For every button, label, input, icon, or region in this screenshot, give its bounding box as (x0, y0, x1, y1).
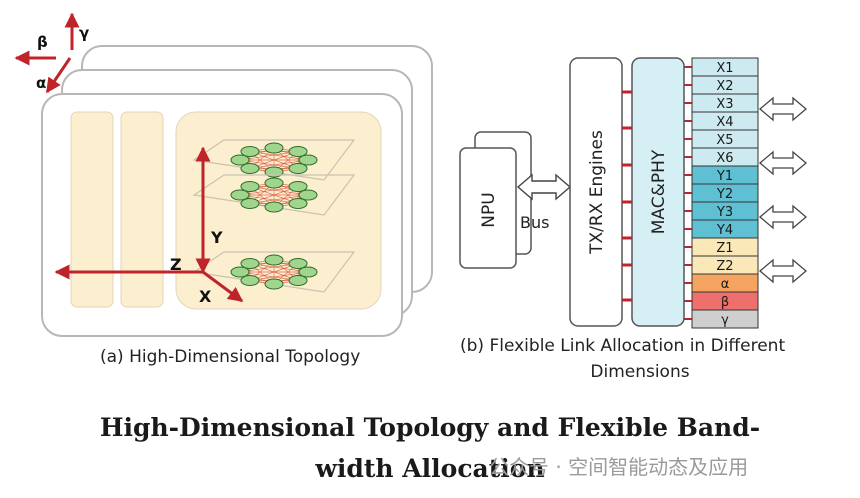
engine-mac-connectors (622, 66, 692, 320)
node (240, 258, 260, 270)
node (264, 254, 284, 266)
lane-label: X4 (716, 115, 733, 130)
lane-label: α (721, 277, 730, 292)
x-axis-arrow (202, 270, 244, 303)
gamma-label: γ (79, 24, 89, 42)
topology-caption: (a) High-Dimensional Topology (100, 347, 360, 367)
node (288, 146, 308, 158)
figure-title-line1: High-Dimensional Topology and Flexible B… (99, 413, 761, 442)
node (288, 274, 308, 286)
watermark: 公众号 · 空间智能动态及应用 (489, 455, 749, 479)
x-axis-label: X (199, 287, 212, 306)
lane-label: X6 (716, 151, 733, 166)
lane-label: Y3 (716, 205, 733, 220)
node (288, 258, 308, 270)
lane-label: Y4 (716, 223, 733, 238)
node (264, 142, 284, 154)
node-plane (192, 139, 356, 181)
link-caption-line2: Dimensions (590, 362, 689, 382)
engines-box (569, 57, 623, 327)
node (230, 266, 250, 278)
alpha-label: α (36, 74, 46, 92)
node (230, 154, 250, 166)
mesh-link (239, 151, 299, 161)
lane-label: γ (721, 313, 729, 328)
lane-label: X1 (716, 61, 733, 76)
node (288, 162, 308, 174)
bus-label: Bus (520, 213, 549, 232)
node (288, 197, 308, 209)
node (240, 162, 260, 174)
lane-cell (691, 309, 759, 329)
npu-box (459, 147, 517, 269)
engines-label: TX/RX Engines (587, 130, 607, 255)
node (240, 197, 260, 209)
port-double-arrow (758, 150, 808, 176)
card-2 (120, 111, 164, 308)
lane-label: X5 (716, 133, 733, 148)
lane-label: Y1 (716, 169, 733, 184)
node (240, 274, 260, 286)
mac-box (631, 57, 685, 327)
mesh-link (239, 263, 299, 273)
port-double-arrow (758, 204, 808, 230)
node (264, 278, 284, 290)
figure-title-line2: width Allocation (315, 454, 545, 483)
beta-label: β (37, 33, 48, 51)
mesh-link (239, 186, 299, 196)
node (288, 181, 308, 193)
mac-label: MAC&PHY (649, 149, 669, 234)
node (240, 181, 260, 193)
node (230, 189, 250, 201)
lane-label: Z1 (716, 241, 733, 256)
y-axis-label: Y (210, 228, 223, 247)
node-plane (192, 174, 356, 216)
node-planes (192, 139, 356, 293)
node (264, 201, 284, 213)
link-caption-line1: (b) Flexible Link Allocation in Differen… (460, 336, 785, 356)
card-1 (70, 111, 114, 308)
port-arrows (758, 96, 808, 284)
lane-label: X2 (716, 79, 733, 94)
node (240, 146, 260, 158)
lane-label: β (721, 295, 729, 310)
link-alloc-panel: NPU Bus TX/RX Engines MAC&PHY X1X2X3X4X5… (459, 57, 808, 382)
lane-label: Y2 (716, 187, 733, 202)
node (298, 266, 318, 278)
node-plane (192, 251, 356, 293)
lane-label: Z2 (716, 259, 733, 274)
lane-label: X3 (716, 97, 733, 112)
port-double-arrow (758, 96, 808, 122)
port-double-arrow (758, 258, 808, 284)
z-axis-label: Z (170, 255, 182, 274)
node (298, 154, 318, 166)
node (264, 177, 284, 189)
node (298, 189, 318, 201)
npu-label: NPU (479, 192, 499, 227)
topology-panel: Y Z X β γ α (a) High-Dimensional Topolog… (14, 12, 433, 367)
alpha-axis-arrow (45, 57, 72, 94)
